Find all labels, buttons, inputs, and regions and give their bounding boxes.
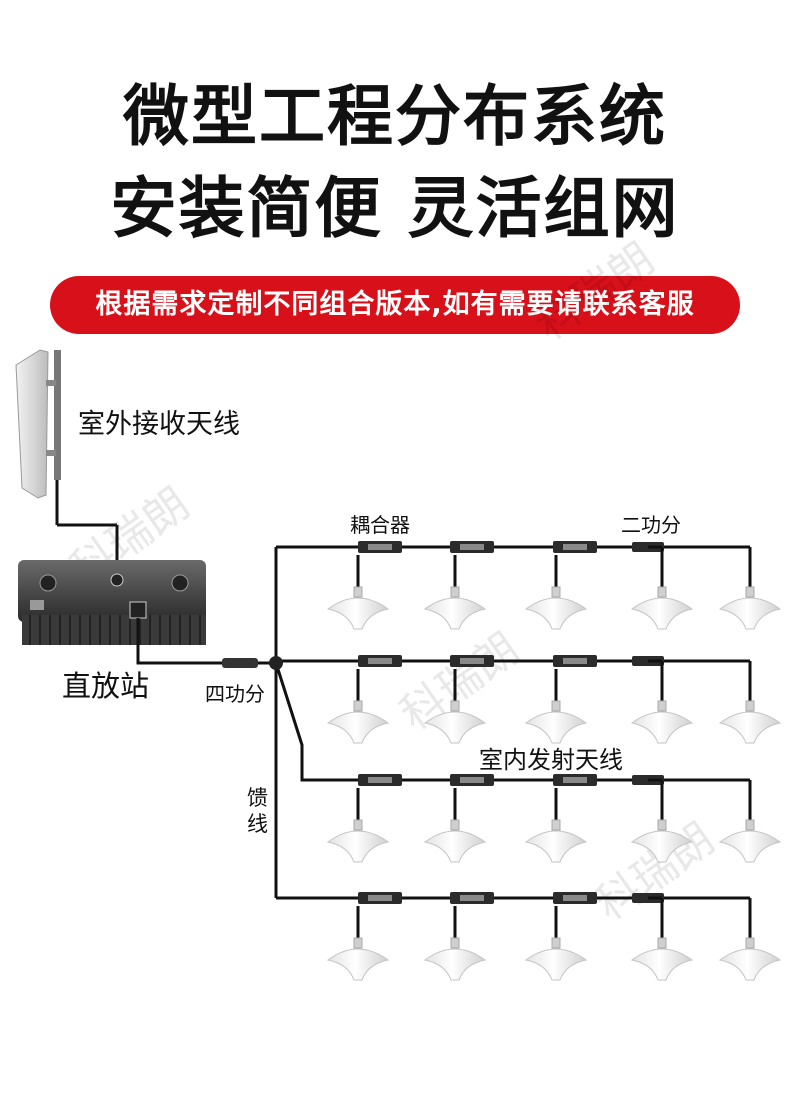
ceiling-antenna xyxy=(326,948,390,981)
four-way-splitter xyxy=(222,656,283,670)
outdoor-antenna-label: 室外接收天线 xyxy=(78,409,240,440)
antenna-mount xyxy=(551,819,561,831)
antenna-mount xyxy=(551,937,561,949)
feeder-label-char-1: 馈 xyxy=(247,786,268,810)
antenna-mount xyxy=(657,700,667,712)
ceiling-antenna xyxy=(423,948,487,981)
antenna-mount xyxy=(450,586,460,598)
repeater-label: 直放站 xyxy=(62,669,150,703)
antenna-mount xyxy=(353,819,363,831)
ceiling-antenna xyxy=(524,597,588,630)
antenna-mount xyxy=(450,937,460,949)
ceiling-antenna xyxy=(718,830,782,863)
antenna-mount xyxy=(657,937,667,949)
ceiling-antenna xyxy=(524,711,588,744)
repeater-unit xyxy=(18,560,206,645)
antenna-mount xyxy=(450,819,460,831)
ceiling-antenna xyxy=(423,711,487,744)
ceiling-antenna xyxy=(524,948,588,981)
indoor-antenna-label: 室内发射天线 xyxy=(479,746,623,774)
antenna-mount xyxy=(353,586,363,598)
ceiling-antenna xyxy=(524,830,588,863)
title-line-1: 微型工程分布系统 xyxy=(123,78,667,155)
ceiling-antenna xyxy=(630,830,694,863)
ceiling-antenna xyxy=(718,711,782,744)
antenna-mount xyxy=(450,700,460,712)
antenna-mount xyxy=(353,700,363,712)
antenna-mount xyxy=(745,937,755,949)
ceiling-antenna xyxy=(423,830,487,863)
antenna-mount xyxy=(551,700,561,712)
title-line-2: 安装简便 灵活组网 xyxy=(110,170,680,247)
ceiling-antenna xyxy=(630,711,694,744)
antenna-mount xyxy=(353,937,363,949)
feeder-label-char-2: 线 xyxy=(247,812,268,836)
antenna-mount xyxy=(551,586,561,598)
ceiling-antenna xyxy=(326,597,390,630)
ceiling-antenna xyxy=(423,597,487,630)
outdoor-antenna xyxy=(15,349,119,578)
customization-banner: 根据需求定制不同组合版本,如有需要请联系客服 xyxy=(50,276,740,334)
two-way-splitter-label: 二功分 xyxy=(621,513,681,537)
antenna-mount xyxy=(745,700,755,712)
ceiling-antenna xyxy=(718,597,782,630)
antenna-mount xyxy=(745,586,755,598)
antenna-mount xyxy=(745,819,755,831)
antenna-mount xyxy=(657,586,667,598)
ceiling-antenna xyxy=(326,711,390,744)
ceiling-antenna xyxy=(630,948,694,981)
antenna-rows xyxy=(326,541,782,981)
coupler-label: 耦合器 xyxy=(350,513,410,537)
four-way-splitter-label: 四功分 xyxy=(205,682,265,706)
ceiling-antenna xyxy=(630,597,694,630)
ceiling-antenna xyxy=(326,830,390,863)
ceiling-antenna xyxy=(718,948,782,981)
antenna-mount xyxy=(657,819,667,831)
